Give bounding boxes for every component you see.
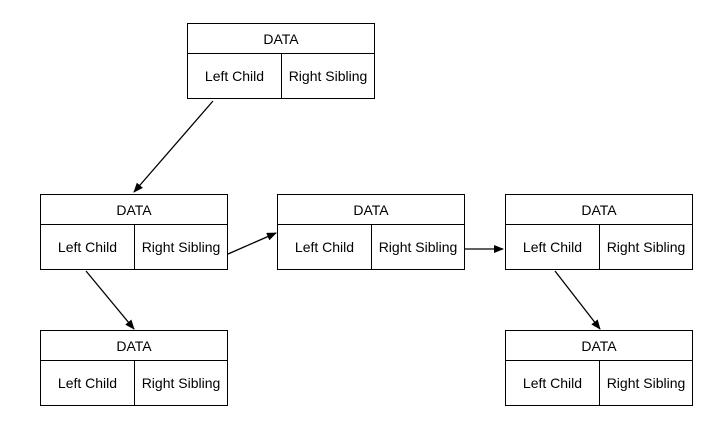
node-left-child-cell: Left Child	[41, 225, 135, 269]
tree-node-level2-right: DATA Left Child Right Sibling	[505, 330, 693, 406]
node-left-child-cell: Left Child	[188, 54, 282, 98]
node-right-sibling-cell: Right Sibling	[378, 239, 458, 255]
tree-node-level1-third: DATA Left Child Right Sibling	[505, 194, 693, 270]
node-data-cell: DATA	[506, 195, 692, 225]
node-right-sibling-cell: Right Sibling	[141, 239, 221, 255]
tree-node-level1-second: DATA Left Child Right Sibling	[277, 194, 465, 270]
node-data-cell: DATA	[41, 195, 227, 225]
node-data-cell: DATA	[188, 24, 374, 54]
tree-node-root: DATA Left Child Right Sibling	[187, 23, 375, 99]
edge-n2-right-sibling-to-n3	[227, 232, 277, 255]
node-data-cell: DATA	[278, 195, 464, 225]
edge-n1-left-child-to-n2	[133, 100, 214, 193]
tree-node-level1-first: DATA Left Child Right Sibling	[40, 194, 228, 270]
node-left-child-cell: Left Child	[41, 361, 135, 405]
edge-n2-left-child-to-n5	[85, 270, 135, 330]
node-left-child-cell: Left Child	[506, 361, 600, 405]
node-left-child-cell: Left Child	[506, 225, 600, 269]
node-data-cell: DATA	[41, 331, 227, 361]
tree-node-level2-left: DATA Left Child Right Sibling	[40, 330, 228, 406]
node-right-sibling-cell: Right Sibling	[606, 239, 686, 255]
node-right-sibling-cell: Right Sibling	[606, 375, 686, 391]
edge-n4-left-child-to-n6	[554, 270, 601, 330]
node-right-sibling-cell: Right Sibling	[288, 68, 368, 84]
node-data-cell: DATA	[506, 331, 692, 361]
node-left-child-cell: Left Child	[278, 225, 372, 269]
node-right-sibling-cell: Right Sibling	[141, 375, 221, 391]
